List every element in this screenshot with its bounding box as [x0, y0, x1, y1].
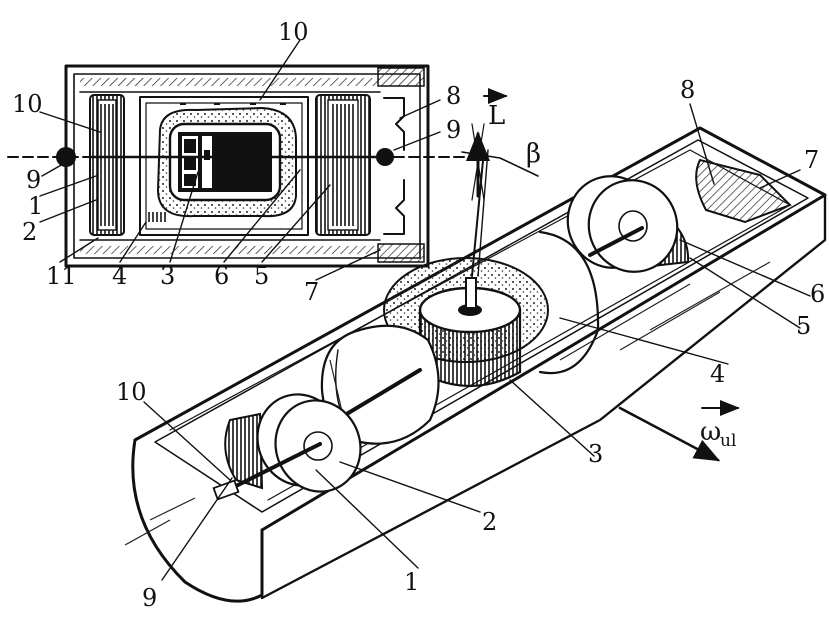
label-7-main: 7	[804, 146, 819, 174]
leader-lines-top	[39, 39, 441, 281]
label-4-main: 4	[710, 360, 725, 388]
housing-inner	[73, 73, 421, 259]
beta-symbol: β	[526, 139, 541, 169]
section-view	[7, 64, 469, 268]
label-5-main: 5	[796, 312, 811, 340]
right-bearing	[376, 148, 394, 166]
label-1-main: 1	[404, 568, 419, 596]
label-10-top: 10	[278, 18, 309, 46]
label-2-top: 2	[22, 218, 37, 246]
right-rotor	[315, 94, 371, 236]
left-rotor-3d	[212, 393, 362, 501]
label-9-left: 9	[26, 166, 41, 194]
corner-block-top	[377, 67, 425, 87]
omega-subscript: ul	[720, 431, 736, 451]
labels-top-view: 10 10 8 9 9 1 2 11 4 3 6 5 7	[12, 18, 461, 306]
right-bracket	[383, 97, 405, 235]
trough-bottom-edge	[260, 193, 827, 600]
label-3-main: 3	[588, 440, 603, 468]
L-symbol: L	[488, 101, 505, 131]
label-10-main: 10	[116, 378, 147, 406]
center-disk	[320, 324, 440, 445]
omega-arrow	[618, 406, 721, 462]
label-9-main: 9	[142, 584, 157, 612]
label-8-top: 8	[446, 82, 461, 110]
label-7-top: 7	[304, 278, 319, 306]
label-10-left: 10	[12, 90, 43, 118]
bottom-wall-hatch	[80, 246, 380, 254]
omega-symbol: ω	[700, 417, 721, 447]
label-5-top: 5	[254, 262, 269, 290]
leader-lines-main	[143, 103, 811, 581]
label-6-top: 6	[214, 262, 229, 290]
corner-block-bottom	[377, 243, 425, 263]
top-wall-hatch	[80, 78, 380, 86]
label-11: 11	[46, 262, 77, 290]
inner-frame	[139, 96, 309, 236]
label-6-main: 6	[810, 280, 825, 308]
main-3d-view: ω ul	[124, 126, 827, 603]
right-small-rotor	[566, 175, 690, 273]
trough-end-cap	[131, 438, 264, 603]
right-disk	[538, 230, 600, 375]
labels-main-view: 8 7 6 5 4 3 2 1 9 10	[116, 76, 825, 612]
label-8-main: 8	[680, 76, 695, 104]
left-bearing	[56, 147, 76, 167]
label-2-main: 2	[482, 508, 497, 536]
label-3-top: 3	[160, 262, 175, 290]
label-1-top: 1	[28, 192, 43, 220]
angular-momentum-vector: L β	[461, 88, 541, 201]
label-9-right: 9	[446, 116, 461, 144]
end-block	[695, 158, 792, 224]
left-rotor	[89, 94, 125, 236]
label-4-top: 4	[112, 262, 127, 290]
